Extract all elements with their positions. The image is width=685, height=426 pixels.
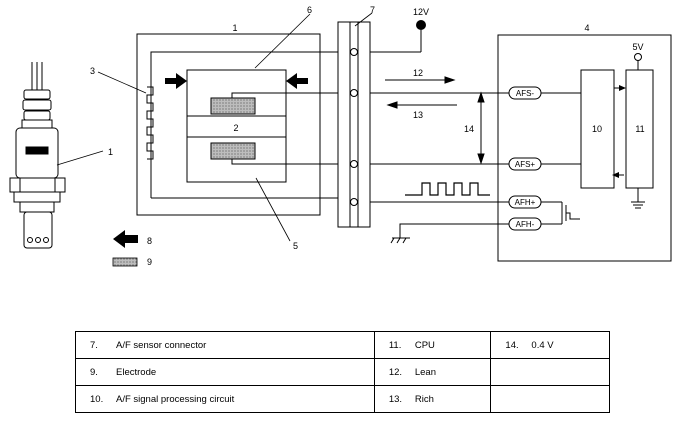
part-label-12: 12 — [413, 68, 423, 78]
ecm-internal-wiring — [541, 60, 654, 225]
legend-cell: 11.CPU — [373, 331, 492, 359]
sensor-element-box — [136, 33, 338, 216]
lean-rich-arrows — [385, 76, 457, 109]
af-sensor-illustration — [9, 62, 66, 249]
legend-cell — [490, 358, 610, 386]
ecm-box — [497, 34, 672, 262]
voltage-12v-label: 12V — [413, 7, 429, 17]
voltage-span-arrow — [477, 91, 485, 165]
legend-electrode-symbol — [112, 257, 138, 267]
ecm-internal-arrows — [612, 85, 626, 178]
pin-afs-minus-label: AFS- — [516, 89, 535, 98]
legend-cell: 9.Electrode — [75, 358, 375, 386]
part-label-14: 14 — [464, 124, 474, 134]
heater-pulse-waveform — [405, 182, 490, 196]
legend-row: 9.Electrode 12.Lean — [75, 358, 610, 386]
part-label-10: 10 — [592, 124, 602, 134]
exhaust-arrow-right — [165, 73, 187, 89]
ecm-pins — [508, 86, 542, 231]
pin-afh-minus-label: AFH- — [516, 220, 535, 229]
exhaust-arrow-left — [286, 73, 308, 89]
part-label-1-box: 1 — [232, 23, 237, 33]
legend-arrow-symbol — [113, 230, 138, 248]
electrode-lower — [210, 142, 256, 160]
pin-afh-plus-label: AFH+ — [515, 198, 536, 207]
legend-table: 7.A/F sensor connector 11.CPU 14.0.4 V 9… — [75, 331, 610, 413]
pin-afs-plus-label: AFS+ — [515, 160, 536, 169]
voltage-5v-label: 5V — [632, 42, 643, 52]
legend-cell: 12.Lean — [373, 358, 492, 386]
legend-row: 7.A/F sensor connector 11.CPU 14.0.4 V — [75, 331, 610, 359]
part-label-6: 6 — [307, 5, 312, 15]
part-label-5: 5 — [293, 241, 298, 251]
legend-cell: 13.Rich — [373, 385, 492, 413]
wiring — [370, 30, 509, 244]
power-12v-terminal — [416, 20, 426, 30]
af-sensor-connector — [337, 21, 371, 228]
power-5v-terminal — [634, 53, 642, 61]
electrode-upper — [210, 97, 256, 115]
part-label-9: 9 — [147, 257, 152, 267]
part-label-8: 8 — [147, 236, 152, 246]
af-sensor-circuit-diagram: 12V AFS- AFS+ AFH+ AFH- — [9, 5, 672, 267]
legend-cell — [490, 385, 610, 413]
legend-row: 10.A/F signal processing circuit 13.Rich — [75, 385, 610, 413]
part-label-7: 7 — [370, 5, 375, 15]
part-label-4: 4 — [584, 23, 589, 33]
part-label-2: 2 — [233, 123, 238, 133]
connector-terminals — [350, 48, 358, 206]
legend-cell: 7.A/F sensor connector — [75, 331, 375, 359]
part-label-13: 13 — [413, 110, 423, 120]
part-label-1: 1 — [108, 147, 113, 157]
part-label-11: 11 — [635, 124, 644, 134]
leader-lines — [56, 12, 373, 242]
part-label-3: 3 — [90, 66, 95, 76]
legend-cell: 10.A/F signal processing circuit — [75, 385, 375, 413]
legend-cell: 14.0.4 V — [490, 331, 610, 359]
